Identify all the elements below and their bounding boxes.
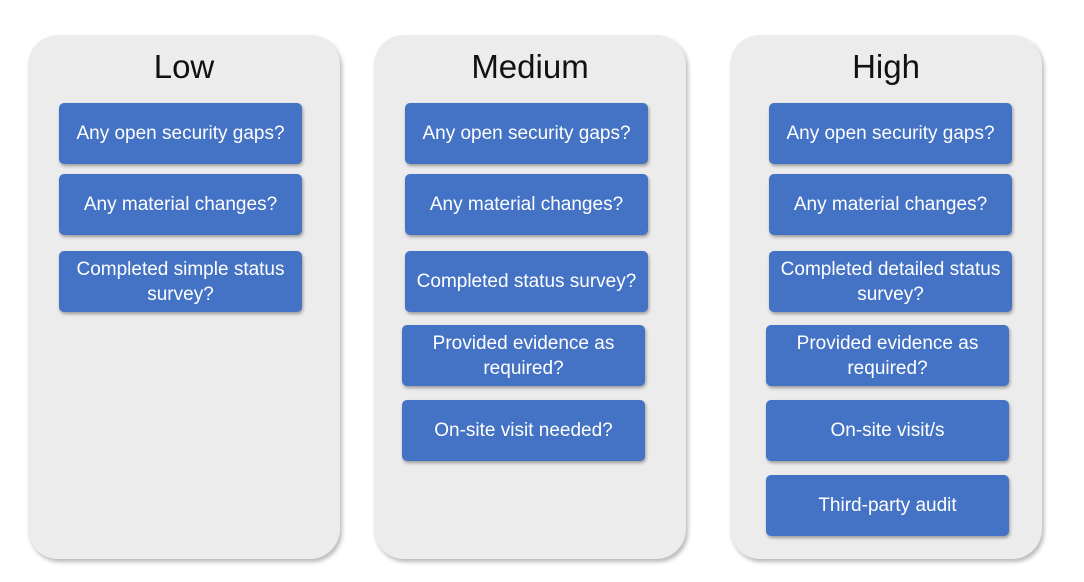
card-medium-material-changes: Any material changes? bbox=[405, 174, 648, 235]
card-low-material-changes: Any material changes? bbox=[59, 174, 302, 235]
column-title-high: High bbox=[852, 48, 920, 85]
card-high-onsite-visits: On-site visit/s bbox=[766, 400, 1009, 461]
card-high-security-gaps: Any open security gaps? bbox=[769, 103, 1012, 164]
card-low-status-survey: Completed simple status survey? bbox=[59, 251, 302, 312]
card-medium-onsite-visit: On-site visit needed? bbox=[402, 400, 645, 461]
card-high-evidence: Provided evidence as required? bbox=[766, 325, 1009, 386]
column-medium: Medium Any open security gaps? Any mater… bbox=[374, 35, 686, 559]
card-medium-evidence: Provided evidence as required? bbox=[402, 325, 645, 386]
column-high: High Any open security gaps? Any materia… bbox=[730, 35, 1042, 559]
card-medium-security-gaps: Any open security gaps? bbox=[405, 103, 648, 164]
card-high-status-survey: Completed detailed status survey? bbox=[769, 251, 1012, 312]
card-low-security-gaps: Any open security gaps? bbox=[59, 103, 302, 164]
column-title-low: Low bbox=[153, 48, 215, 85]
column-low: Low Any open security gaps? Any material… bbox=[28, 35, 340, 559]
card-high-material-changes: Any material changes? bbox=[769, 174, 1012, 235]
card-medium-status-survey: Completed status survey? bbox=[405, 251, 648, 312]
card-high-third-party-audit: Third-party audit bbox=[766, 475, 1009, 536]
column-title-medium: Medium bbox=[471, 48, 589, 85]
